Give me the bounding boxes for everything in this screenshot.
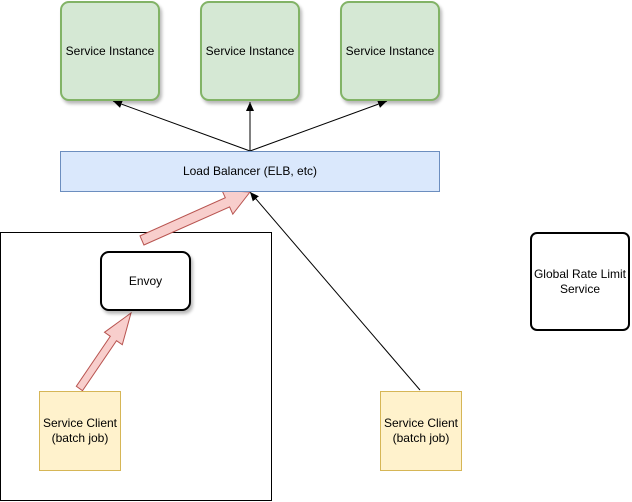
lb-to-service-3-arrow	[249, 100, 388, 152]
client-2-to-lb-arrow	[249, 191, 421, 391]
service-instance-1: Service Instance	[60, 1, 160, 101]
service-instance-3-label: Service Instance	[345, 43, 435, 58]
service-client-2-sublabel: (batch job)	[392, 431, 450, 445]
service-client-2: Service Client (batch job)	[380, 391, 462, 471]
global-rate-limit-sublabel: Service	[559, 281, 600, 296]
lb-to-service-1-arrow	[112, 100, 251, 152]
load-balancer: Load Balancer (ELB, etc)	[60, 151, 440, 192]
service-instance-2: Service Instance	[200, 1, 300, 101]
envoy-label: Envoy	[128, 273, 163, 288]
service-instance-3: Service Instance	[340, 1, 440, 101]
service-instance-1-label: Service Instance	[65, 43, 155, 58]
service-client-2-label: Service Client	[383, 416, 459, 430]
global-rate-limit-service: Global Rate Limit Service	[530, 232, 630, 331]
service-instance-2-label: Service Instance	[205, 43, 295, 58]
service-client-1-sublabel: (batch job)	[51, 431, 109, 445]
envoy-to-lb-big-arrow	[139, 189, 251, 246]
service-client-1: Service Client (batch job)	[39, 391, 121, 471]
client-to-envoy-big-arrow	[75, 311, 132, 392]
global-rate-limit-label: Global Rate Limit	[533, 266, 627, 281]
load-balancer-label: Load Balancer (ELB, etc)	[182, 164, 318, 178]
envoy-proxy: Envoy	[100, 251, 191, 311]
service-client-1-label: Service Client	[42, 416, 118, 430]
envoy-sidecar-group	[0, 232, 272, 501]
